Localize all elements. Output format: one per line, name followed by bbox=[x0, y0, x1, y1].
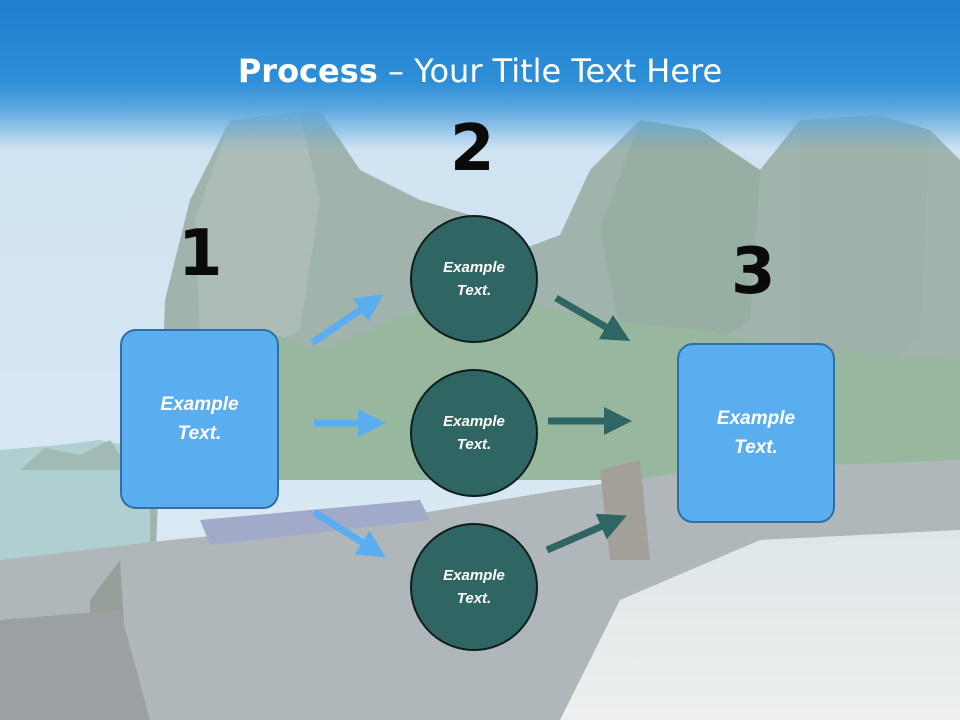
step-3-box: Example Text. bbox=[677, 343, 835, 523]
step-2-circle-top: Example Text. bbox=[410, 215, 538, 343]
title-rest: – Your Title Text Here bbox=[377, 52, 723, 90]
step-2-circle-bottom: Example Text. bbox=[410, 523, 538, 651]
arrow-bottom-to-3 bbox=[545, 513, 627, 554]
step-number-2: 2 bbox=[450, 112, 495, 186]
arrow-top-to-3 bbox=[554, 294, 631, 342]
arrow-1-to-bottom bbox=[312, 509, 386, 558]
step-2-circle-middle: Example Text. bbox=[410, 369, 538, 497]
title-bar bbox=[0, 0, 960, 150]
step-1-box: Example Text. bbox=[120, 329, 279, 509]
arrow-1-to-top bbox=[310, 294, 384, 346]
slide-title: Process – Your Title Text Here bbox=[0, 52, 960, 90]
step-number-3: 3 bbox=[731, 235, 776, 309]
title-bold: Process bbox=[237, 52, 378, 90]
step-number-1: 1 bbox=[178, 217, 223, 291]
